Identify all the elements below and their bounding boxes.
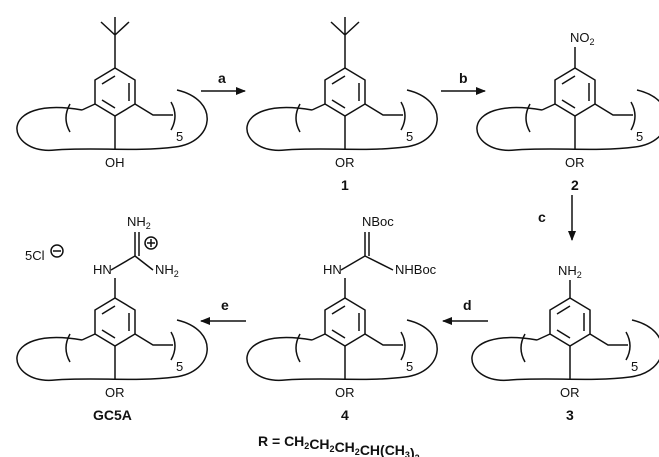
compound-4: HN NBoc NHBoc OR 5 4 [246, 214, 438, 423]
boc-guanidine-group: HN NBoc NHBoc [323, 214, 437, 298]
repeat-count: 5 [636, 129, 643, 144]
calixarene-core [476, 67, 659, 151]
bottom-substituent: OR [565, 155, 585, 170]
minus-charge-icon [50, 244, 64, 258]
arrow-c-label: c [538, 209, 546, 225]
plus-charge-icon [144, 236, 158, 250]
guanidinium-group: HN NH2 NH2 5Cl [25, 214, 179, 298]
arrow-e: e [200, 297, 246, 325]
bottom-substituent: OH [105, 155, 125, 170]
arrow-d: d [442, 297, 488, 325]
compound-start-calixarene: OH 5 [16, 17, 208, 170]
repeat-count: 5 [406, 359, 413, 374]
arrow-d-label: d [463, 297, 472, 313]
bottom-substituent: OR [560, 385, 580, 400]
nitro-group: NO2 [570, 30, 595, 47]
tert-butyl-group [100, 17, 130, 68]
arrow-b: b [441, 70, 486, 95]
compound-label: 1 [341, 177, 349, 193]
compound-3: NH2 OR 5 3 [471, 263, 659, 423]
nboc-label: NBoc [362, 214, 394, 229]
bottom-substituent: OR [105, 385, 125, 400]
calixarene-core [246, 297, 438, 381]
nh-label: HN [323, 262, 342, 277]
calixarene-core [246, 67, 438, 151]
nh2-top-label: NH2 [127, 214, 151, 231]
repeat-count: 5 [176, 129, 183, 144]
arrow-b-label: b [459, 70, 468, 86]
repeat-count: 5 [176, 359, 183, 374]
r-group-definition: R = CH2CH2CH2CH(CH3)2 [258, 433, 420, 457]
compound-gc5a: HN NH2 NH2 5Cl OR 5 GC5A [16, 214, 208, 423]
calixarene-core [471, 297, 659, 381]
compound-label: GC5A [93, 407, 132, 423]
arrow-c: c [538, 195, 576, 241]
arrow-a: a [201, 70, 246, 95]
nh-label: HN [93, 262, 112, 277]
compound-label: 4 [341, 407, 349, 423]
nhboc-label: NHBoc [395, 262, 437, 277]
bottom-substituent: OR [335, 385, 355, 400]
tert-butyl-group [330, 17, 360, 68]
compound-1: OR 5 1 [246, 17, 438, 193]
compound-label: 3 [566, 407, 574, 423]
compound-2: NO2 OR 5 2 [476, 30, 659, 193]
bottom-substituent: OR [335, 155, 355, 170]
repeat-count: 5 [631, 359, 638, 374]
calixarene-core [16, 297, 208, 381]
compound-label: 2 [571, 177, 579, 193]
counterion-label: 5Cl [25, 248, 45, 263]
repeat-count: 5 [406, 129, 413, 144]
arrow-a-label: a [218, 70, 226, 86]
nh2-right-label: NH2 [155, 262, 179, 279]
arrow-e-label: e [221, 297, 229, 313]
calixarene-core [16, 67, 208, 151]
amino-group: NH2 [558, 263, 582, 280]
